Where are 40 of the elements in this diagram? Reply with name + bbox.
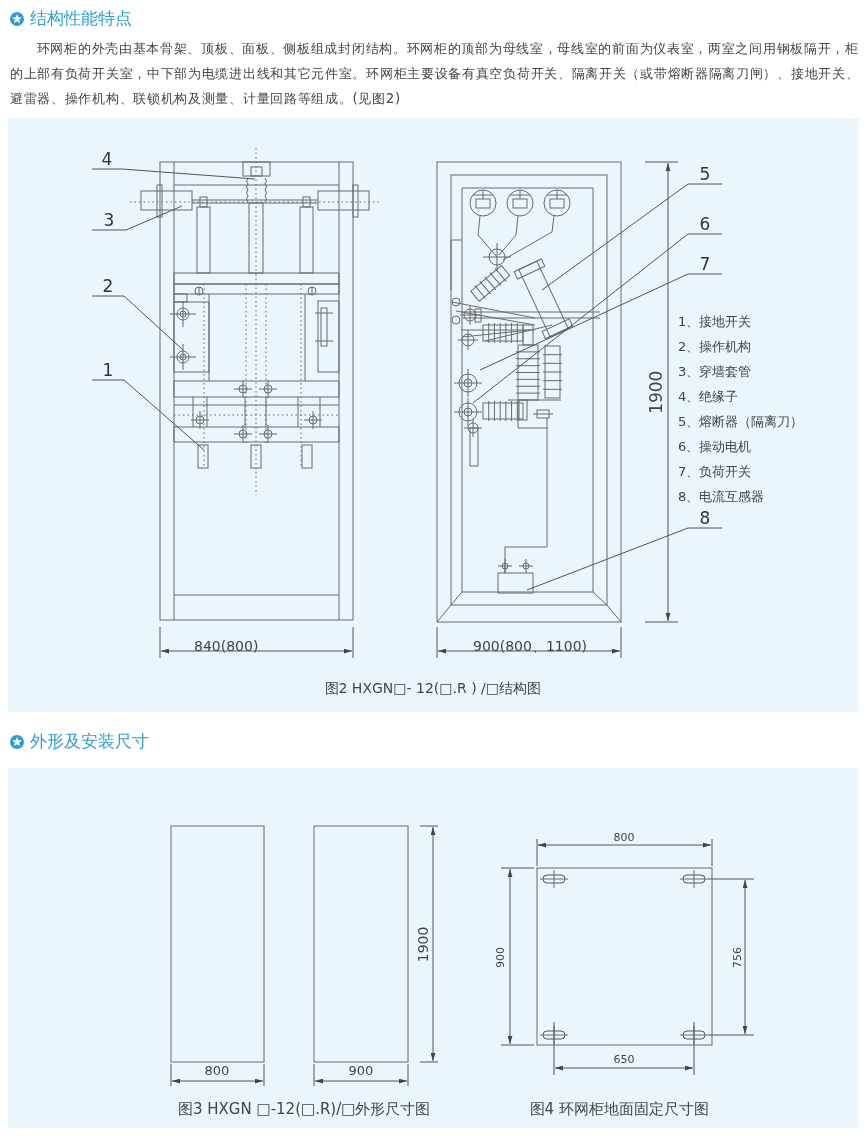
dimension-label: 1900 bbox=[645, 370, 667, 414]
callout-number: 3 bbox=[92, 211, 126, 229]
legend-item: 7、负荷开关 bbox=[678, 464, 752, 480]
section-heading: 结构性能特点 bbox=[30, 8, 132, 29]
dimension-label: 800 bbox=[204, 1063, 230, 1079]
figure-caption: 图2 HXGN□- 12(□.R ) /□结构图 bbox=[324, 680, 541, 697]
legend-item: 2、操作机构 bbox=[678, 339, 752, 355]
dimension-label: 900 bbox=[348, 1063, 374, 1079]
legend-item: 8、电流互感器 bbox=[678, 489, 765, 505]
callout-number: 2 bbox=[92, 277, 124, 295]
legend-item: 5、熔断器（隔离刀） bbox=[678, 414, 804, 430]
callout-number: 8 bbox=[688, 509, 722, 527]
legend-item: 4、绝缘子 bbox=[678, 389, 739, 405]
section-heading: 外形及安装尺寸 bbox=[30, 731, 149, 752]
figure-caption: 图3 HXGN □-12(□.R)/□外形尺寸图 bbox=[178, 1100, 431, 1118]
legend-item: 1、接地开关 bbox=[678, 314, 752, 330]
leader-line bbox=[472, 233, 723, 404]
dimension-label: 900 bbox=[493, 946, 507, 968]
callout-number: 1 bbox=[92, 361, 124, 379]
callout-number: 5 bbox=[688, 165, 722, 183]
leader-line bbox=[479, 273, 723, 371]
leader-line bbox=[91, 379, 205, 451]
leader-line bbox=[541, 183, 723, 291]
callout-number: 4 bbox=[92, 150, 122, 168]
legend-item: 6、操动电机 bbox=[678, 439, 752, 455]
dimension-label: 1900 bbox=[415, 926, 433, 962]
callout-number: 6 bbox=[688, 215, 722, 233]
callout-number: 7 bbox=[688, 255, 722, 273]
leader-line bbox=[91, 168, 256, 180]
figure-caption: 图4 环网柜地面固定尺寸图 bbox=[529, 1100, 709, 1118]
paragraph: 环网柜的外壳由基本骨架、顶板、面板、侧板组成封闭结构。环网柜的顶部为母线室，母线室的前面为仪表室，两室之间用钢板隔开，柜的上部有负荷开关室，中下部为电缆进出线和其它元件室。环网柜主要设备有真空负荷开关、隔离开关（或带熔断器隔离刀闸）、接地开关、避雷器、操作机构、联锁机构及测量、计量回路等组成。(见图2) bbox=[10, 40, 860, 108]
dimension-label: 650 bbox=[613, 1053, 635, 1067]
dimension-label: 800 bbox=[613, 831, 635, 845]
dimension-label: 840(800) bbox=[194, 638, 259, 655]
leader-line bbox=[91, 205, 183, 231]
leader-line bbox=[91, 295, 184, 351]
leader-line bbox=[526, 527, 723, 591]
dimension-label: 900(800、1100) bbox=[473, 638, 587, 655]
legend-item: 3、穿墙套管 bbox=[678, 364, 752, 380]
dimension-label: 756 bbox=[730, 946, 744, 968]
